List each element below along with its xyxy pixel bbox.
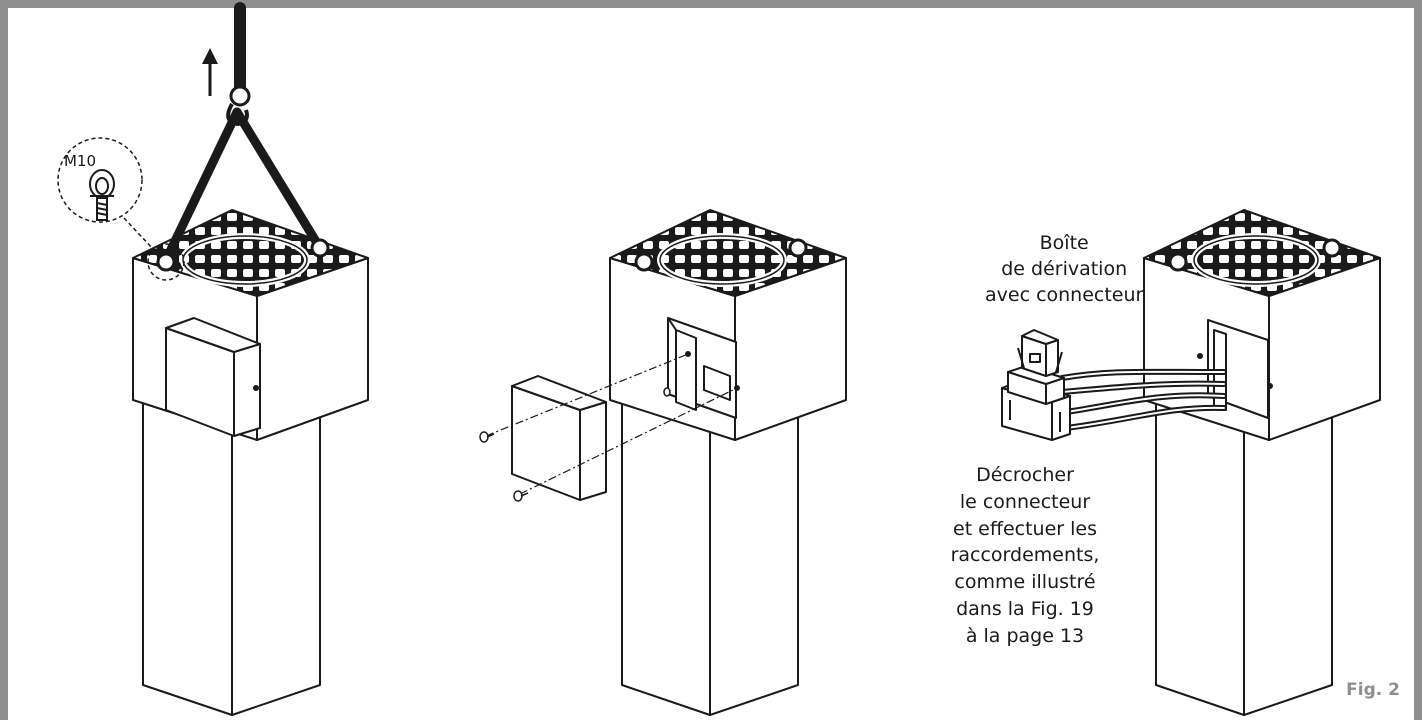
bollard-1-cover-top — [165, 317, 261, 353]
sling-right — [232, 107, 325, 253]
removed-cover — [511, 375, 607, 501]
bollard-1 — [57, 2, 369, 716]
dash-lines — [485, 353, 738, 495]
instruction-line-4: raccordements, — [950, 544, 1100, 567]
eye-bolt-right — [310, 238, 330, 258]
bollard-3 — [1143, 209, 1381, 716]
instruction-line-1: Décrocher — [976, 464, 1074, 486]
eye-bolt-left — [156, 252, 176, 272]
junction-box-line-3: avec connecteur — [985, 284, 1144, 307]
sling-left — [160, 107, 242, 267]
instruction-line-2: le connecteur — [959, 490, 1091, 513]
instruction-line-3: et effectuer les — [953, 517, 1097, 540]
bollard-2 — [609, 209, 847, 716]
instruction-line-6: dans la Fig. 19 — [956, 597, 1094, 620]
detail-circle-small — [147, 243, 185, 281]
connector-icon — [1001, 329, 1071, 441]
bolt-size-label: M10 — [63, 152, 97, 170]
junction-box-line-2: de dérivation — [1001, 258, 1128, 281]
lift-arrow-icon — [202, 48, 218, 96]
junction-box-line-1: Boîte — [1039, 232, 1089, 254]
junction-box-label: Boîte de dérivation avec connecteur — [985, 230, 1143, 309]
eye-bolt-icon — [89, 169, 115, 221]
screw-icon — [479, 387, 671, 502]
crane-hook-icon — [226, 2, 251, 126]
instruction-label: Décrocher le connecteur et effectuer les… — [940, 462, 1110, 649]
figure-number: Fig. 2 — [1346, 680, 1400, 700]
instruction-line-7: à la page 13 — [965, 624, 1085, 647]
instruction-line-5: comme illustré — [954, 571, 1096, 594]
